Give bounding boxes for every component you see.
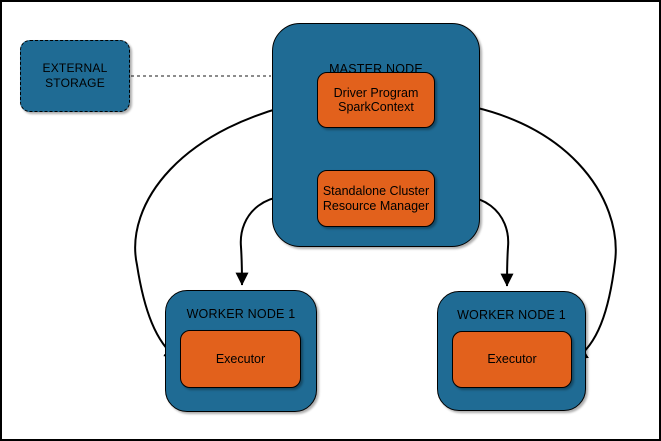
executor-left-box: Executor bbox=[180, 330, 301, 388]
executor-left-label: Executor bbox=[215, 351, 266, 366]
external-storage-node: EXTERNAL STORAGE bbox=[20, 40, 130, 112]
executor-right-label: Executor bbox=[487, 352, 537, 367]
driver-program-label: Driver Program bbox=[333, 85, 419, 100]
spark-context-label: SparkContext bbox=[338, 100, 414, 114]
resource-manager-box: Standalone Cluster Resource Manager bbox=[317, 170, 435, 227]
driver-program-box: Driver Program SparkContext bbox=[317, 72, 435, 128]
worker-node-right-title: WORKER NODE 1 bbox=[457, 308, 566, 322]
external-storage-label-line1: EXTERNAL bbox=[42, 61, 108, 75]
external-storage-label-line2: STORAGE bbox=[45, 76, 105, 90]
resource-manager-label-line2: Resource Manager bbox=[322, 198, 430, 213]
executor-right-box: Executor bbox=[452, 331, 572, 388]
worker-node-left-title: WORKER NODE 1 bbox=[186, 307, 296, 321]
resource-manager-label-line1: Standalone Cluster bbox=[322, 184, 430, 198]
